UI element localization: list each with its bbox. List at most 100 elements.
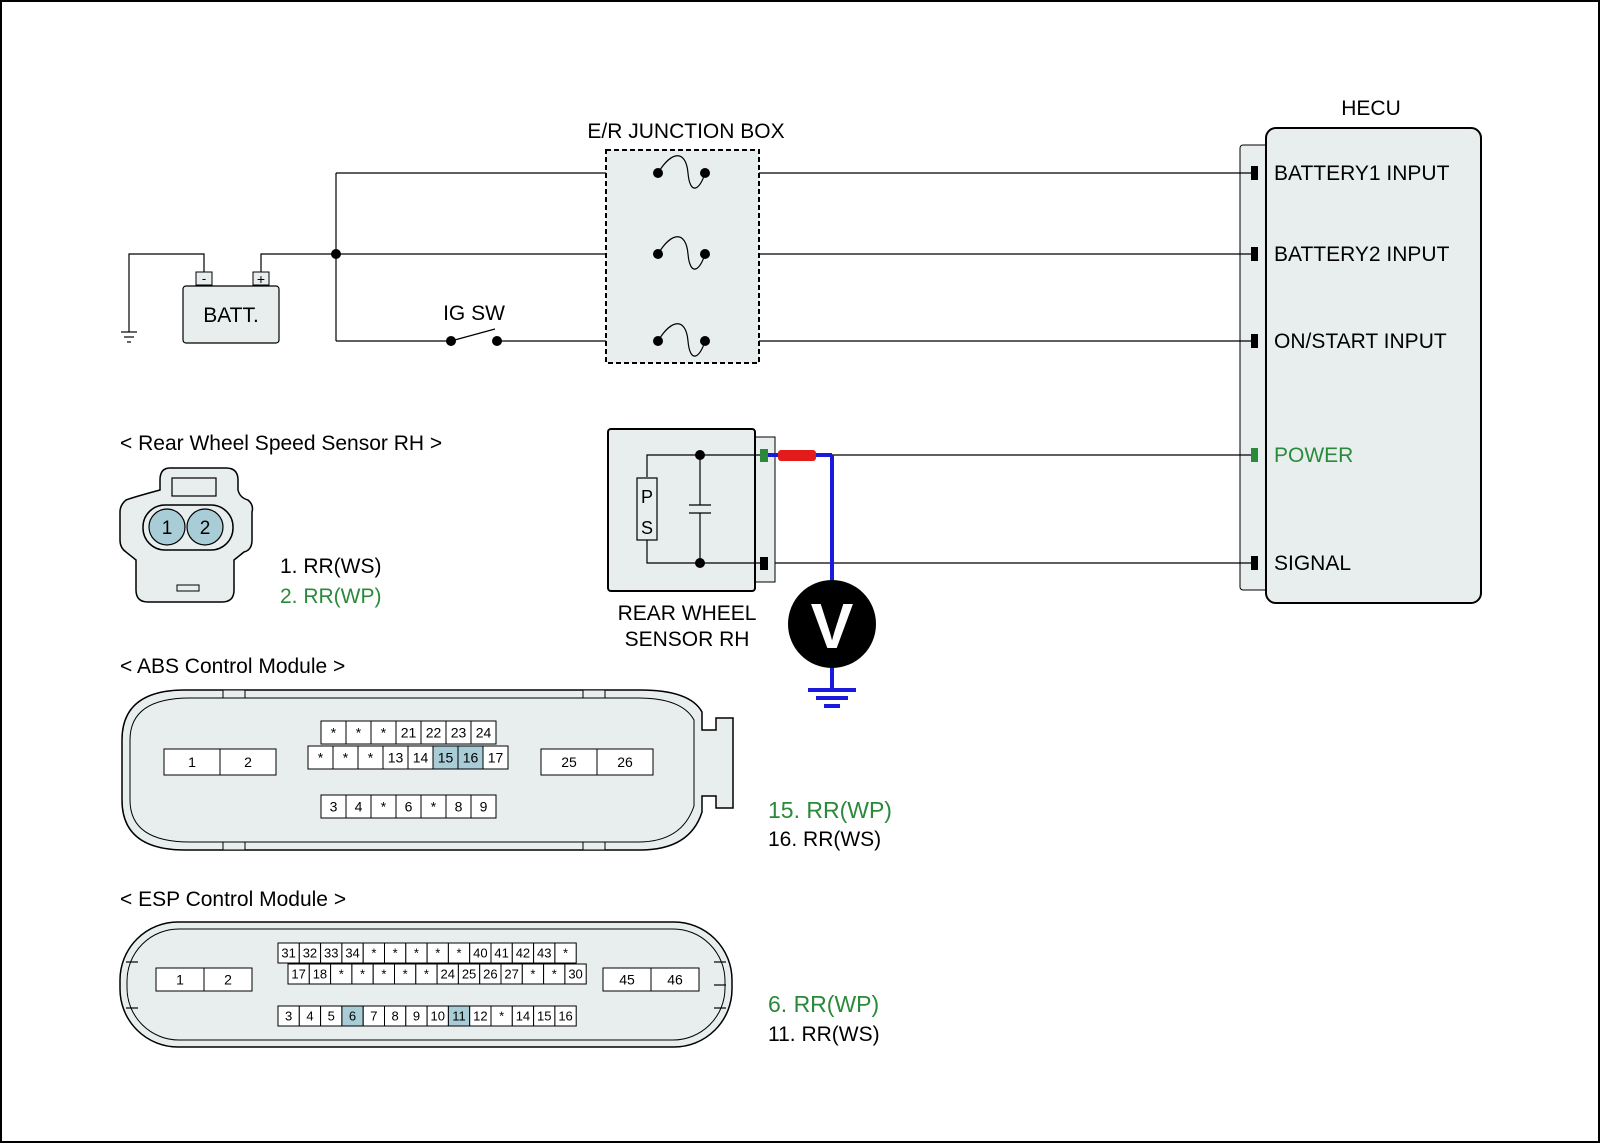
bus-junction-dot	[331, 249, 341, 259]
abs-pin-left-1-cell	[219, 748, 277, 776]
esp-pin-row3-4: 7	[370, 1009, 377, 1024]
fuse-2-terminal-a	[653, 249, 663, 259]
esp-pin-row1-13: *	[563, 946, 568, 961]
ps-letter-s: S	[641, 518, 653, 538]
voltmeter-symbol: V	[811, 590, 854, 662]
esp-title: < ESP Control Module >	[120, 888, 346, 911]
esp-pin-row2-13: 30	[568, 967, 582, 982]
battery-plus-sign: +	[257, 271, 265, 287]
junction-box: E/R JUNCTION BOX	[587, 120, 785, 364]
esp-pin-row3-13: 16	[558, 1009, 572, 1024]
abs-pin-row1-5: 23	[451, 725, 467, 741]
hecu-pin-signal	[1251, 556, 1258, 570]
esp-pin-row1-7: *	[435, 946, 440, 961]
sensor-pin-power	[760, 449, 768, 462]
sensor-pin-signal	[760, 557, 768, 570]
fuse-1-terminal-a	[653, 168, 663, 178]
esp-pin-left-0: 1	[176, 972, 184, 988]
hecu-title: HECU	[1341, 97, 1401, 120]
abs-pin-row2-0: *	[318, 750, 324, 766]
esp-pin-right-1-cell	[650, 967, 700, 992]
esp-pin-row2-2: *	[339, 967, 344, 982]
junction-box-title: E/R JUNCTION BOX	[587, 120, 784, 143]
esp-pin-row1-12: 43	[537, 946, 551, 961]
rws-connector: < Rear Wheel Speed Sensor RH > 1 2 1. RR…	[119, 432, 442, 608]
ig-switch: IG SW	[443, 302, 505, 346]
esp-pin-row3-12: 15	[537, 1009, 551, 1024]
ig-switch-contact-right	[492, 336, 502, 346]
esp-pin-row1-10: 41	[494, 946, 508, 961]
battery-plus-terminal	[252, 271, 270, 286]
rws-latch	[171, 477, 217, 497]
fuse-3	[657, 323, 706, 357]
esp-pin-row2-8: 25	[462, 967, 476, 982]
abs-housing	[121, 689, 734, 851]
fuse-2	[657, 236, 706, 270]
voltmeter-icon	[788, 580, 876, 668]
abs-pin-row1-6: 24	[476, 725, 492, 741]
hecu-box	[1265, 127, 1482, 604]
abs-pin-right-1: 26	[617, 754, 633, 770]
esp-legend-1: 6. RR(WP)	[768, 991, 879, 1017]
abs-pin-row1-6-cell	[470, 720, 497, 745]
esp-pin-row2-13-cell	[564, 963, 587, 985]
abs-pin-row1-0: *	[331, 725, 337, 741]
esp-pin-row2-10: 27	[504, 967, 518, 982]
battery-minus-terminal	[195, 271, 213, 286]
abs-pin-right-1-cell	[596, 748, 654, 776]
esp-pin-row3-8: 11	[452, 1009, 466, 1024]
esp-pin-row3-11: 14	[516, 1009, 530, 1024]
abs-legend-1: 15. RR(WP)	[768, 797, 892, 823]
esp-pin-row1-2: 33	[324, 946, 338, 961]
esp-pin-row3-0: 3	[285, 1009, 292, 1024]
esp-pin-row2-1: 18	[313, 967, 327, 982]
abs-housing-inner	[129, 697, 695, 843]
sensor-label-line1: REAR WHEEL	[618, 602, 757, 625]
hecu-pin-power	[1251, 448, 1258, 462]
esp-pin-right-1: 46	[667, 972, 683, 988]
rws-pin-2	[186, 508, 224, 546]
hecu-pin-battery2	[1251, 247, 1258, 261]
voltmeter-probe: V	[768, 450, 876, 708]
ig-switch-label: IG SW	[443, 302, 505, 325]
esp-pin-row2-4: *	[381, 967, 386, 982]
probe-tip-red	[778, 450, 816, 461]
battery-ground-wire	[128, 253, 205, 332]
fuse-2-terminal-b	[700, 249, 710, 259]
abs-pin-row1-3: 21	[401, 725, 417, 741]
battery-circuit	[121, 172, 1251, 564]
esp-pin-row1-1: 32	[303, 946, 317, 961]
abs-top-tab-right	[582, 689, 606, 699]
rws-title: < Rear Wheel Speed Sensor RH >	[120, 432, 442, 455]
sensor-internal-wire-bottom	[646, 540, 762, 564]
rws-pin-1	[148, 508, 186, 546]
abs-pin-left-0: 1	[188, 754, 196, 770]
rear-wheel-sensor: P S REAR WHEEL SENSOR RH	[607, 428, 776, 651]
esp-pin-row1-5: *	[393, 946, 398, 961]
abs-pin-row2-7-cell	[482, 745, 509, 770]
abs-top-tab-left	[222, 689, 246, 699]
sensor-box	[607, 428, 756, 592]
abs-pin-right-0-cell	[540, 748, 598, 776]
battery-label: BATT.	[203, 304, 259, 327]
abs-pin-row3-6-cell	[470, 794, 497, 819]
hecu-block: HECU BATTERY1 INPUT BATTERY2 INPUT ON/ST…	[1239, 97, 1482, 604]
abs-pin-row3-6: 9	[480, 799, 488, 815]
rws-legend-1: 1. RR(WS)	[280, 555, 382, 578]
esp-pin-row1-4: *	[371, 946, 376, 961]
esp-pin-row3-2: 5	[328, 1009, 335, 1024]
esp-pin-left-1: 2	[224, 972, 232, 988]
abs-pin-row2-4: 14	[413, 750, 429, 766]
rws-pin-2-label: 2	[200, 518, 211, 539]
esp-pin-row3-6: 9	[413, 1009, 420, 1024]
ps-letter-p: P	[641, 487, 653, 507]
ig-switch-contact-left	[446, 336, 456, 346]
ps-element	[636, 477, 658, 541]
battery-minus-sign: -	[202, 271, 206, 286]
sensor-internal-wire-top	[646, 454, 762, 477]
